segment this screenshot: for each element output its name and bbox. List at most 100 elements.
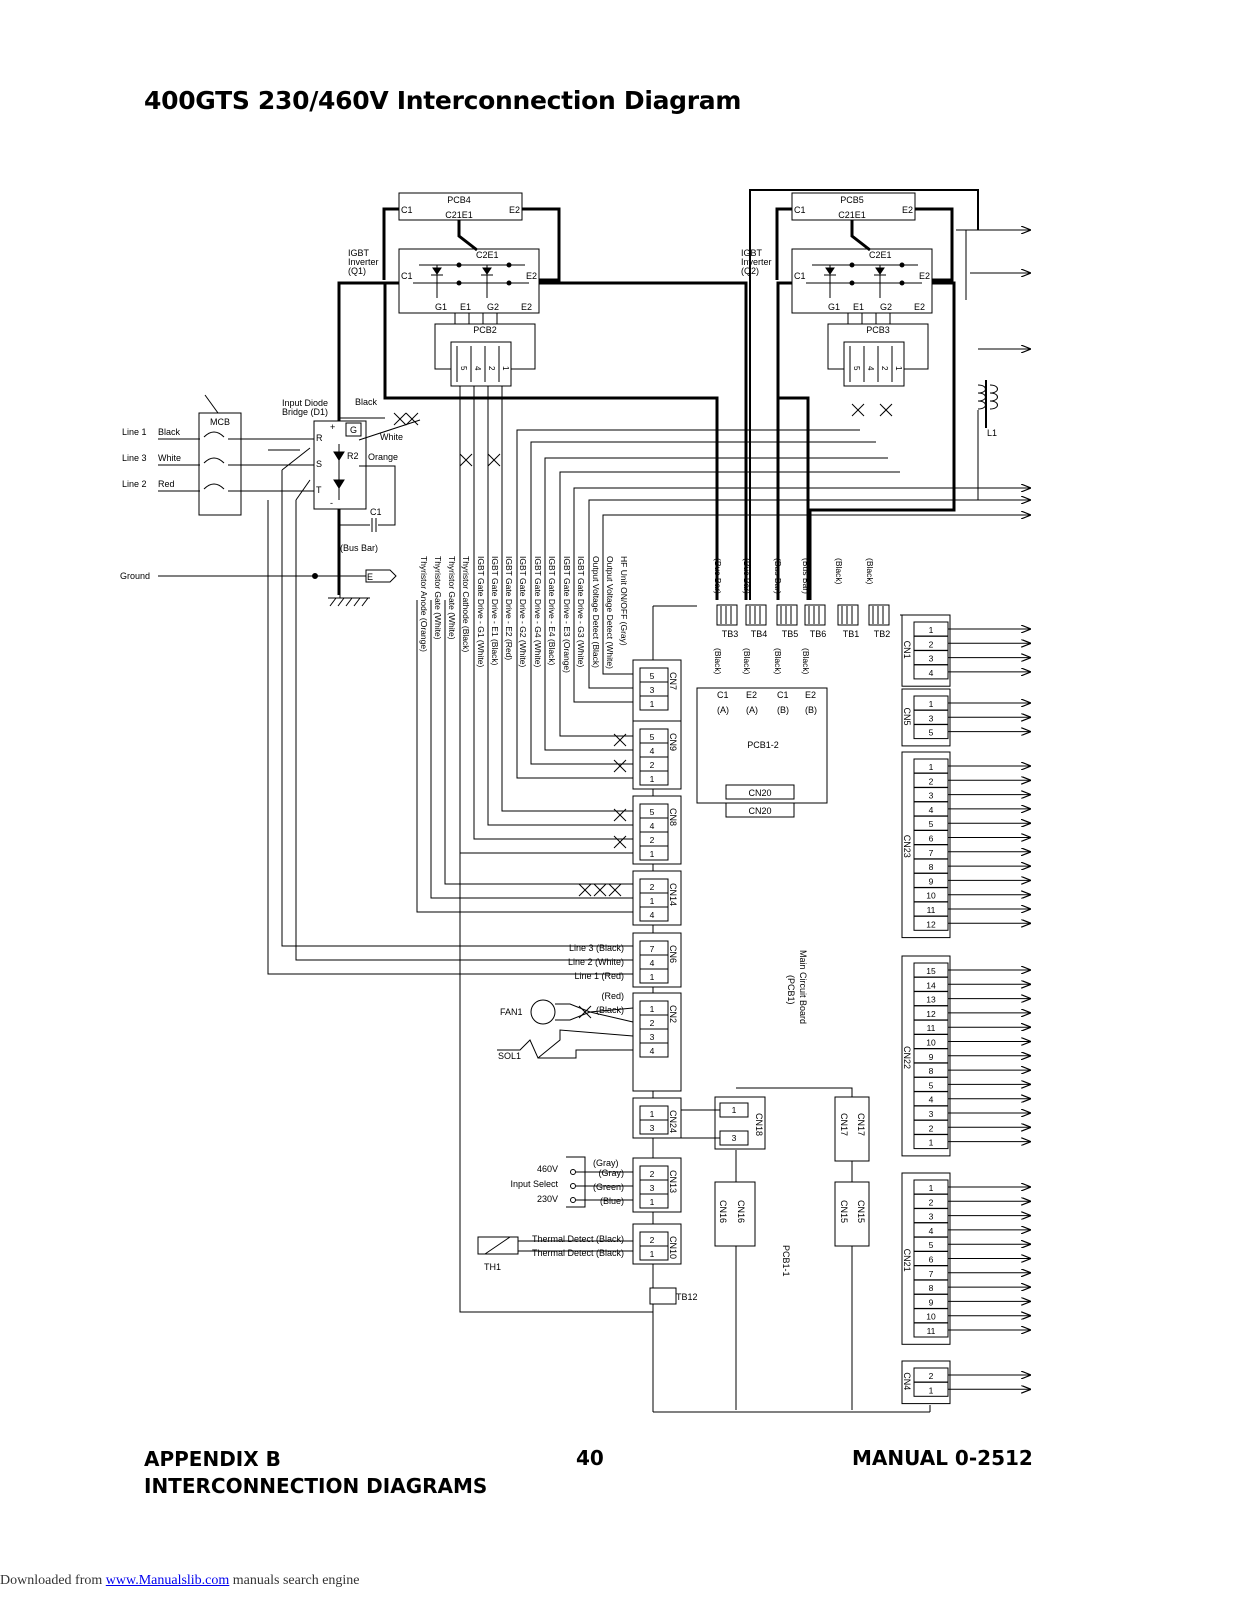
connector-label: CN1 — [902, 641, 912, 659]
pin-number: 2 — [929, 639, 934, 649]
gate-driver-board — [791, 192, 916, 221]
ground-terminal-label: E — [367, 572, 373, 582]
pin-number: 4 — [650, 910, 655, 920]
terminal-label: - — [330, 498, 333, 508]
pin-number: 5 — [650, 807, 655, 817]
tb-pin-label: C1 — [717, 690, 729, 700]
pin-number: 1 — [650, 849, 655, 859]
pin-number: 14 — [926, 980, 936, 990]
connector-label: CN10 — [668, 1236, 678, 1259]
pin-number: 1 — [929, 762, 934, 772]
manualslib-link[interactable]: www.Manualslib.com — [105, 1573, 230, 1588]
pin-number: 11 — [927, 905, 936, 915]
pin-number: 8 — [929, 862, 934, 872]
pin-number: 8 — [929, 1283, 934, 1293]
pin-number: 3 — [929, 654, 934, 664]
tb-lower-label: (Black) — [742, 648, 752, 675]
solenoid-label: SOL1 — [498, 1051, 521, 1061]
harness-wire-label: Thyristor Gate (White) — [433, 556, 443, 640]
terminal-label: S — [316, 459, 322, 469]
fan-motor — [530, 999, 556, 1025]
gate-driver-label: PCB5 — [840, 195, 864, 205]
connector-pin — [639, 1119, 669, 1135]
tb-lower-label: (Black) — [801, 648, 811, 675]
tb-wire-label: (Bus Bar) — [713, 558, 723, 594]
connector-wire-label: (Gray) — [599, 1168, 625, 1178]
connector-cn17 — [834, 1096, 870, 1162]
pin-number: 1 — [650, 1004, 655, 1014]
wire-color-label: White — [158, 453, 181, 463]
pin-number: 1 — [732, 1105, 737, 1115]
connector-pin — [639, 1042, 669, 1058]
input-line-label: Line 2 — [122, 479, 147, 489]
wire-color-label: Black — [158, 427, 181, 437]
tb-wire-label: (Bus Bar) — [742, 558, 752, 594]
pin-number: 5 — [929, 1080, 934, 1090]
pcb-label: PCB2 — [473, 325, 497, 335]
terminal-block-label: TB3 — [722, 629, 739, 639]
terminal-label: E2 — [509, 205, 520, 215]
tb-pin-label: C1 — [777, 690, 789, 700]
bus-bar-label: (Bus Bar) — [340, 543, 378, 553]
gate-driver-label: PCB4 — [447, 195, 471, 205]
connector-label: CN16 — [718, 1200, 728, 1223]
fan-label: FAN1 — [500, 1007, 523, 1017]
connector-pin — [639, 695, 669, 711]
connector-label: CN17 — [839, 1113, 849, 1136]
harness-wire-label: Output Voltage Detect (Black) — [591, 556, 601, 668]
connector-label: CN20 — [748, 788, 771, 798]
pin-number: 2 — [487, 366, 496, 371]
diode-label: Bridge (D1) — [282, 407, 328, 417]
pin-number: 9 — [929, 1297, 934, 1307]
pin-number: 2 — [650, 760, 655, 770]
harness-wire-label: IGBT Gate Drive - E4 (Black) — [547, 556, 557, 666]
footer-appendix-subtitle: INTERCONNECTION DIAGRAMS — [144, 1474, 488, 1498]
harness-wire-label: IGBT Gate Drive - G3 (White) — [576, 556, 586, 667]
harness-wire-label: IGBT Gate Drive - E1 (Black) — [490, 556, 500, 666]
pin-number: 7 — [929, 1269, 934, 1279]
pin-number: 10 — [926, 1312, 936, 1322]
gate-driver-board — [398, 192, 523, 221]
pin-number: 11 — [927, 1023, 936, 1033]
download-prefix: Downloaded from — [0, 1573, 106, 1588]
inductor-label: L1 — [987, 428, 997, 438]
download-footer: Downloaded from www.Manualslib.com manua… — [0, 1573, 360, 1589]
connector-cn15 — [834, 1181, 870, 1247]
harness-wire-label: IGBT Gate Drive - G4 (White) — [533, 556, 543, 667]
connector-label: CN17 — [856, 1113, 866, 1136]
pin-number: 6 — [929, 1255, 934, 1265]
pin-number: 4 — [929, 1095, 934, 1105]
pin-number: 5 — [929, 819, 934, 829]
main-board-label: (PCB1) — [786, 975, 796, 1005]
terminal-block-label: TB2 — [874, 629, 891, 639]
pin-number: 12 — [926, 1009, 936, 1019]
terminal-label: E2 — [914, 302, 925, 312]
pin-number: 4 — [650, 1046, 655, 1056]
pin-number: 2 — [929, 1123, 934, 1133]
pin-number: 5 — [929, 728, 934, 738]
pin-number: 3 — [650, 1183, 655, 1193]
input-line-label: Line 1 — [122, 427, 147, 437]
harness-wire-label: Thyristor Anode (Orange) — [419, 556, 429, 652]
terminal-block-label: TB5 — [782, 629, 799, 639]
connector-label: CN22 — [902, 1046, 912, 1069]
terminal-block-label: TB4 — [751, 629, 768, 639]
pin-number: 9 — [929, 876, 934, 886]
diode-label: Input Diode — [282, 398, 328, 408]
harness-wire-label: HF Unit ON/OFF (Gray) — [619, 556, 629, 646]
connector-wire-label: (Red) — [601, 991, 624, 1001]
pin-number: 1 — [929, 699, 934, 709]
terminal-label: R2 — [347, 451, 359, 461]
pin-number: 5 — [459, 366, 468, 371]
pin-number: 4 — [929, 668, 934, 678]
tb12-label: TB12 — [676, 1292, 698, 1302]
mcb-breaker — [198, 412, 242, 516]
connector-label: CN4 — [902, 1372, 912, 1390]
pin-number: 1 — [929, 1138, 934, 1148]
connector-cn16 — [714, 1181, 756, 1247]
connector-wire-label: (Gray) — [593, 1158, 619, 1168]
terminal-block-label: TB6 — [810, 629, 827, 639]
terminal-label: R — [316, 433, 323, 443]
pin-number: 2 — [650, 1235, 655, 1245]
connector-wire-label: (Black) — [596, 1005, 624, 1015]
